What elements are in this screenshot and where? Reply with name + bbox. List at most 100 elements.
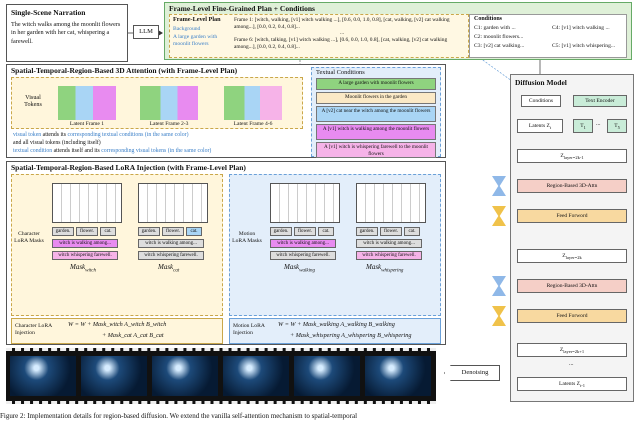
- plan-background-text: A large garden with moonlit flowers: [173, 34, 218, 47]
- frame-3: [152, 356, 218, 396]
- char-formula-1: W = W + Mask_witch A_witch B_witch: [68, 321, 167, 328]
- bar-witch-whispering-2: witch whispering farewell.: [138, 251, 204, 260]
- z-layer-2k1: Zlayer=2k+1: [517, 343, 627, 357]
- llm-node: LLM: [133, 25, 159, 39]
- condition-c3: C3: [v2] cat walking...: [474, 43, 525, 49]
- bar-motion-walking-1: witch is walking among...: [270, 239, 336, 248]
- condition-c4: C4: [v1] witch walking ...: [552, 25, 610, 31]
- plan-background-label: Background: [173, 26, 201, 32]
- mask-walking-label: Maskwalking: [284, 263, 316, 274]
- latents-in-node: Latents Zt: [517, 119, 563, 133]
- t5-token: T5: [607, 119, 627, 133]
- region-attn-1: Region-Based 3D-Attn: [517, 179, 627, 193]
- char-mask-panel: Character LoRA Masks garden. flower. cat…: [11, 174, 223, 316]
- char-formula-2: + Mask_cat A_cat B_cat: [102, 332, 164, 339]
- attn-caption: visual token attends its corresponding t…: [13, 131, 313, 155]
- token-grid-1: [58, 86, 116, 120]
- narration-text: The witch walks among the moonlit flower…: [11, 21, 121, 45]
- char-injection-label: Character LoRA Injection: [15, 323, 52, 336]
- motion-formula-2: + Mask_whispering A_whispering B_whisper…: [290, 332, 412, 339]
- visual-tokens-label: Visual Tokens: [24, 94, 42, 109]
- tag-cat-4: cat.: [404, 227, 420, 236]
- char-injection-box: Character LoRA Injection W = W + Mask_wi…: [11, 318, 223, 344]
- mask-whispering-label: Maskwhispering: [366, 263, 404, 274]
- t-dots: ...: [596, 121, 601, 127]
- tag-cat-1: cat.: [100, 227, 116, 236]
- tag-flower-4: flower.: [380, 227, 402, 236]
- plan-inner: Frame-Level Plan Background A large gard…: [169, 14, 469, 58]
- tag-flower-3: flower.: [294, 227, 316, 236]
- latent-label-1: Latent Frame 1: [69, 121, 105, 127]
- lora-title: Spatial-Temporal-Region-Based LoRA Injec…: [11, 163, 246, 172]
- tag-cat-3: cat.: [318, 227, 334, 236]
- motion-grid-walking: [270, 183, 340, 223]
- bar-motion-whispering-1: witch whispering farewell.: [270, 251, 336, 260]
- feed-forward-1: Feed Forword: [517, 209, 627, 223]
- textual-condition-3: A [v2] cat near the witch among the moon…: [316, 106, 436, 122]
- film-strip: [6, 348, 436, 404]
- lora-box: Spatial-Temporal-Region-Based LoRA Injec…: [6, 161, 446, 345]
- condition-c1: C1: garden with ...: [474, 25, 516, 31]
- tag-garden-1: garden.: [52, 227, 74, 236]
- attn-hourglass-icon: [492, 176, 506, 196]
- condition-c5: C5: [v1] witch whispering...: [552, 43, 616, 49]
- tag-flower-2: flower.: [162, 227, 184, 236]
- char-grid-witch: [52, 183, 122, 223]
- plan-title: Frame-Level Fine-Grained Plan + Conditio…: [169, 4, 315, 13]
- text-encoder-node: Text Encoder: [573, 95, 627, 107]
- narration-box: Single-Scene Narration The witch walks a…: [6, 4, 128, 62]
- motion-mask-panel: Motion LoRA Masks garden. flower. cat. g…: [229, 174, 441, 316]
- caption-attends2: attends itself and its: [52, 148, 102, 155]
- tag-cat-2: cat.: [186, 227, 202, 236]
- motion-mask-label: Motion LoRA Masks: [232, 231, 262, 244]
- bar-witch-walking-1: witch is walking among...: [52, 239, 118, 248]
- figure-caption: Figure 2: Implementation details for reg…: [0, 412, 358, 420]
- z-layer-2k-1: Zlayer=2k-1: [517, 149, 627, 163]
- tag-garden-2: garden.: [138, 227, 160, 236]
- textual-condition-5: A [v1] witch is whispering farewell to t…: [316, 142, 436, 158]
- plan-box: Frame-Level Fine-Grained Plan + Conditio…: [164, 2, 632, 60]
- plan-frame1: Frame 1: [witch, walking, [v1] witch wal…: [234, 17, 450, 30]
- latent-label-2: Latent Frame 2-3: [149, 121, 189, 127]
- frame-6: [365, 356, 431, 396]
- caption-visual-token: visual token: [13, 132, 42, 138]
- latent-label-3: Latent Frame 4-6: [233, 121, 273, 127]
- t1-token: T1: [573, 119, 593, 133]
- tag-flower-1: flower.: [76, 227, 98, 236]
- narration-title: Single-Scene Narration: [11, 8, 86, 17]
- caption-textual: textual condition: [13, 148, 53, 155]
- plan-dots: ...: [340, 30, 345, 36]
- textual-conditions-panel: Textual Conditions A large garden with m…: [311, 67, 441, 158]
- textual-conditions-title: Textual Conditions: [316, 69, 365, 76]
- region-attn-2: Region-Based 3D-Attn: [517, 279, 627, 293]
- bar-motion-whispering-2: witch whispering farewell.: [356, 251, 422, 260]
- char-grid-cat: [138, 183, 208, 223]
- attn-title: Spatial-Temporal-Region-Based 3D Attenti…: [11, 66, 238, 75]
- caption-line2: and all visual tokens (including itself): [13, 140, 101, 147]
- z-layer-2k: Zlayer=2k: [517, 249, 627, 263]
- motion-injection-box: Motion LoRA Injection W = W + Mask_walki…: [229, 318, 441, 344]
- textual-condition-2: Moonlit flowers in the garden: [316, 92, 436, 104]
- diffusion-title: Diffusion Model: [515, 78, 567, 87]
- tag-garden-3: garden.: [270, 227, 292, 236]
- bar-motion-walking-2: witch is walking among...: [356, 239, 422, 248]
- frame-4: [223, 356, 289, 396]
- plan-frame6: Frame 6: [witch, talking, [v1] witch wal…: [234, 37, 448, 50]
- motion-grid-whispering: [356, 183, 426, 223]
- textual-condition-1: A large garden with moonlit flowers: [316, 78, 436, 90]
- visual-tokens-panel: Visual Tokens Latent Frame 1 Latent Fram…: [11, 77, 303, 129]
- lora-hourglass-icon: [492, 206, 506, 226]
- diffusion-box: Diffusion Model Conditions Text Encoder …: [510, 74, 634, 402]
- frame-1: [10, 356, 76, 396]
- lora-hourglass-icon-2: [492, 306, 506, 326]
- feed-forward-2: Feed Forword: [517, 309, 627, 323]
- attn-box: Spatial-Temporal-Region-Based 3D Attenti…: [6, 64, 446, 158]
- mask-witch-label: Maskwitch: [70, 263, 97, 274]
- attn-hourglass-icon-2: [492, 276, 506, 296]
- plan-conditions: Conditions C1: garden with ... C2: moonl…: [469, 14, 627, 58]
- bar-witch-walking-2: witch is walking among...: [138, 239, 204, 248]
- token-grid-3: [224, 86, 282, 120]
- token-grid-2: [140, 86, 198, 120]
- frame-2: [81, 356, 147, 396]
